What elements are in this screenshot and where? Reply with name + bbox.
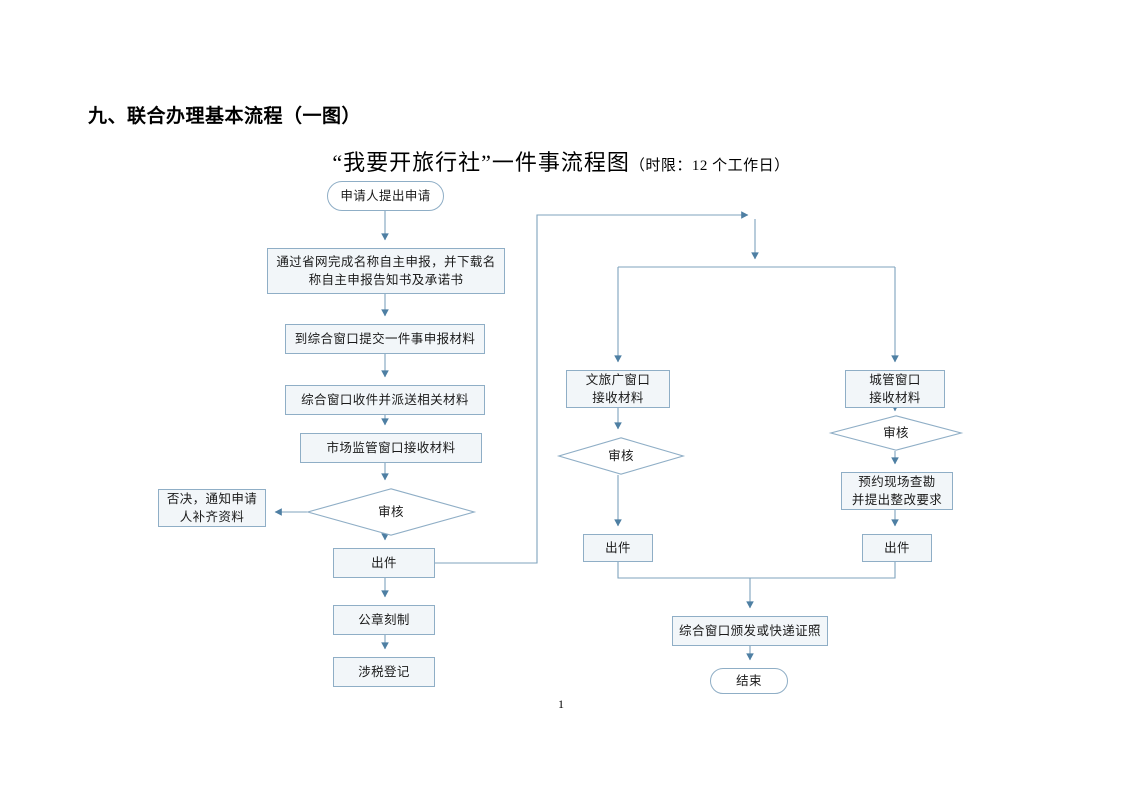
- flow-node-start: 申请人提出申请: [327, 181, 444, 211]
- flow-node-review-wlg: 审核: [556, 437, 686, 475]
- flow-node-label: 审核: [608, 448, 634, 463]
- flow-node-issue-cg: 出件: [862, 534, 932, 562]
- flow-node-label: 否决，通知申请 人补齐资料: [166, 491, 258, 524]
- chart-title-sub: （时限：12 个工作日）: [629, 158, 790, 174]
- flow-node-label: 综合窗口颁发或快递证照: [679, 623, 821, 638]
- flow-node-label: 综合窗口收件并派送相关材料: [301, 392, 469, 407]
- flow-node-label: 通过省网完成名称自主申报，并下载名 称自主申报告知书及承诺书: [276, 254, 496, 287]
- flow-node-scjg-receive: 市场监管窗口接收材料: [300, 433, 482, 463]
- flow-node-cg-receive: 城管窗口 接收材料: [845, 370, 945, 408]
- flow-node-issue-main: 出件: [333, 548, 435, 578]
- edge-issue-wlg-merge: [617, 562, 750, 579]
- flow-node-label: 涉税登记: [358, 664, 410, 679]
- flow-node-review-main: 审核: [305, 488, 477, 536]
- flow-node-label: 审核: [378, 504, 404, 519]
- flow-node-submit: 到综合窗口提交一件事申报材料: [285, 324, 485, 354]
- flow-node-issue-wlg: 出件: [583, 534, 653, 562]
- flow-node-wlg-receive: 文旅广窗口 接收材料: [566, 370, 670, 408]
- flow-node-tax: 涉税登记: [333, 657, 435, 687]
- flow-node-label: 出件: [371, 555, 397, 570]
- flow-node-label: 公章刻制: [358, 612, 410, 627]
- flow-node-label: 市场监管窗口接收材料: [326, 440, 456, 455]
- flow-node-label: 文旅广窗口 接收材料: [585, 372, 651, 405]
- edge-issue-cg-merge: [750, 562, 896, 579]
- flow-node-label: 预约现场查勘 并提出整改要求: [851, 474, 943, 507]
- flow-node-end: 结束: [710, 668, 788, 694]
- page-heading: 九、联合办理基本流程（一图）: [88, 106, 362, 127]
- flow-node-reject: 否决，通知申请 人补齐资料: [158, 489, 266, 527]
- flow-node-label: 审核: [883, 425, 909, 440]
- flow-node-name-declare: 通过省网完成名称自主申报，并下载名 称自主申报告知书及承诺书: [267, 248, 505, 294]
- flow-node-label: 出件: [884, 540, 910, 555]
- flow-node-dispatch: 综合窗口收件并派送相关材料: [285, 385, 485, 415]
- flow-node-label: 到综合窗口提交一件事申报材料: [294, 331, 476, 346]
- chart-title-main: “我要开旅行社”一件事流程图: [332, 150, 630, 175]
- flow-node-seal: 公章刻制: [333, 605, 435, 635]
- flow-node-review-cg: 审核: [828, 415, 964, 451]
- flow-node-label: 出件: [605, 540, 631, 555]
- diamond-shape: [828, 415, 964, 451]
- chart-title: “我要开旅行社”一件事流程图（时限：12 个工作日）: [0, 145, 1122, 177]
- flow-node-survey: 预约现场查勘 并提出整改要求: [841, 472, 953, 510]
- flow-node-label: 结束: [736, 673, 762, 688]
- flow-node-label: 申请人提出申请: [340, 188, 431, 203]
- flow-node-deliver: 综合窗口颁发或快递证照: [672, 616, 828, 646]
- flow-node-label: 城管窗口 接收材料: [869, 372, 921, 405]
- page-number: 1: [558, 697, 564, 711]
